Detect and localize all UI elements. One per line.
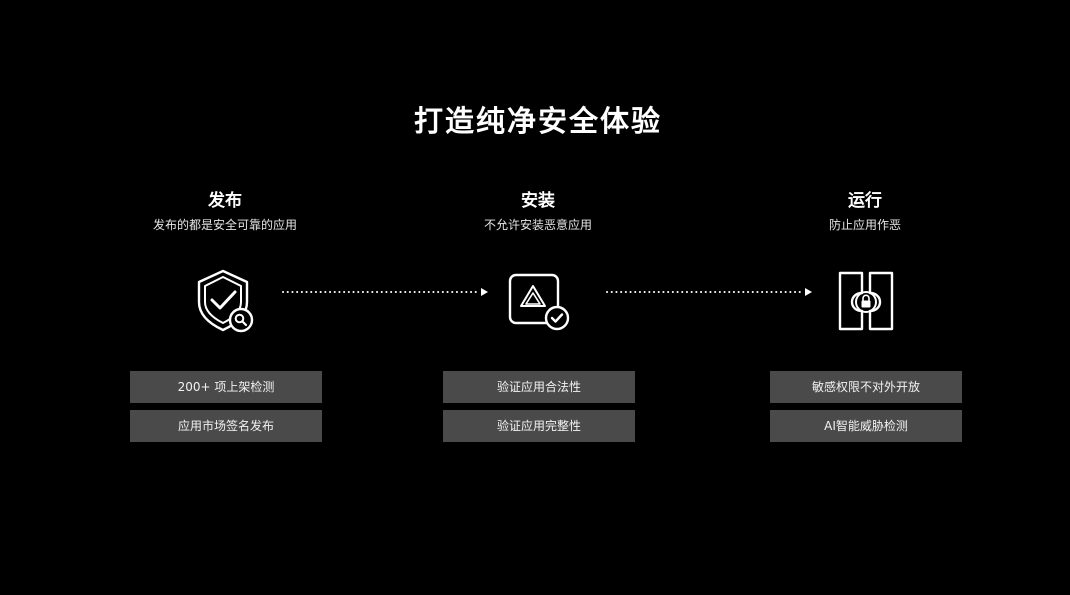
feature-box-listing-checks: 200+ 项上架检测 (130, 371, 322, 403)
flow-arrow-install-to-run (606, 288, 812, 296)
flow-arrow-publish-to-install (282, 288, 488, 296)
feature-box-sensitive-permissions: 敏感权限不对外开放 (770, 371, 962, 403)
feature-box-ai-threat-detection: AI智能威胁检测 (770, 410, 962, 442)
stage-description-run: 防止应用作恶 (828, 218, 901, 232)
stage-description-publish: 发布的都是安全可靠的应用 (152, 218, 297, 232)
stage-heading-publish: 发布 (208, 191, 242, 211)
stage-heading-run: 运行 (848, 191, 882, 211)
page-title: 打造纯净安全体验 (413, 104, 662, 138)
sandbox-lock-icon (838, 271, 894, 331)
feature-box-verify-legitimacy: 验证应用合法性 (443, 371, 635, 403)
shield-check-search-icon (197, 269, 254, 333)
stage-description-install: 不允许安装恶意应用 (483, 218, 592, 232)
feature-box-market-signing: 应用市场签名发布 (130, 410, 322, 442)
app-verified-icon (508, 273, 570, 331)
stage-heading-install: 安装 (521, 191, 555, 211)
feature-box-verify-integrity: 验证应用完整性 (443, 410, 635, 442)
